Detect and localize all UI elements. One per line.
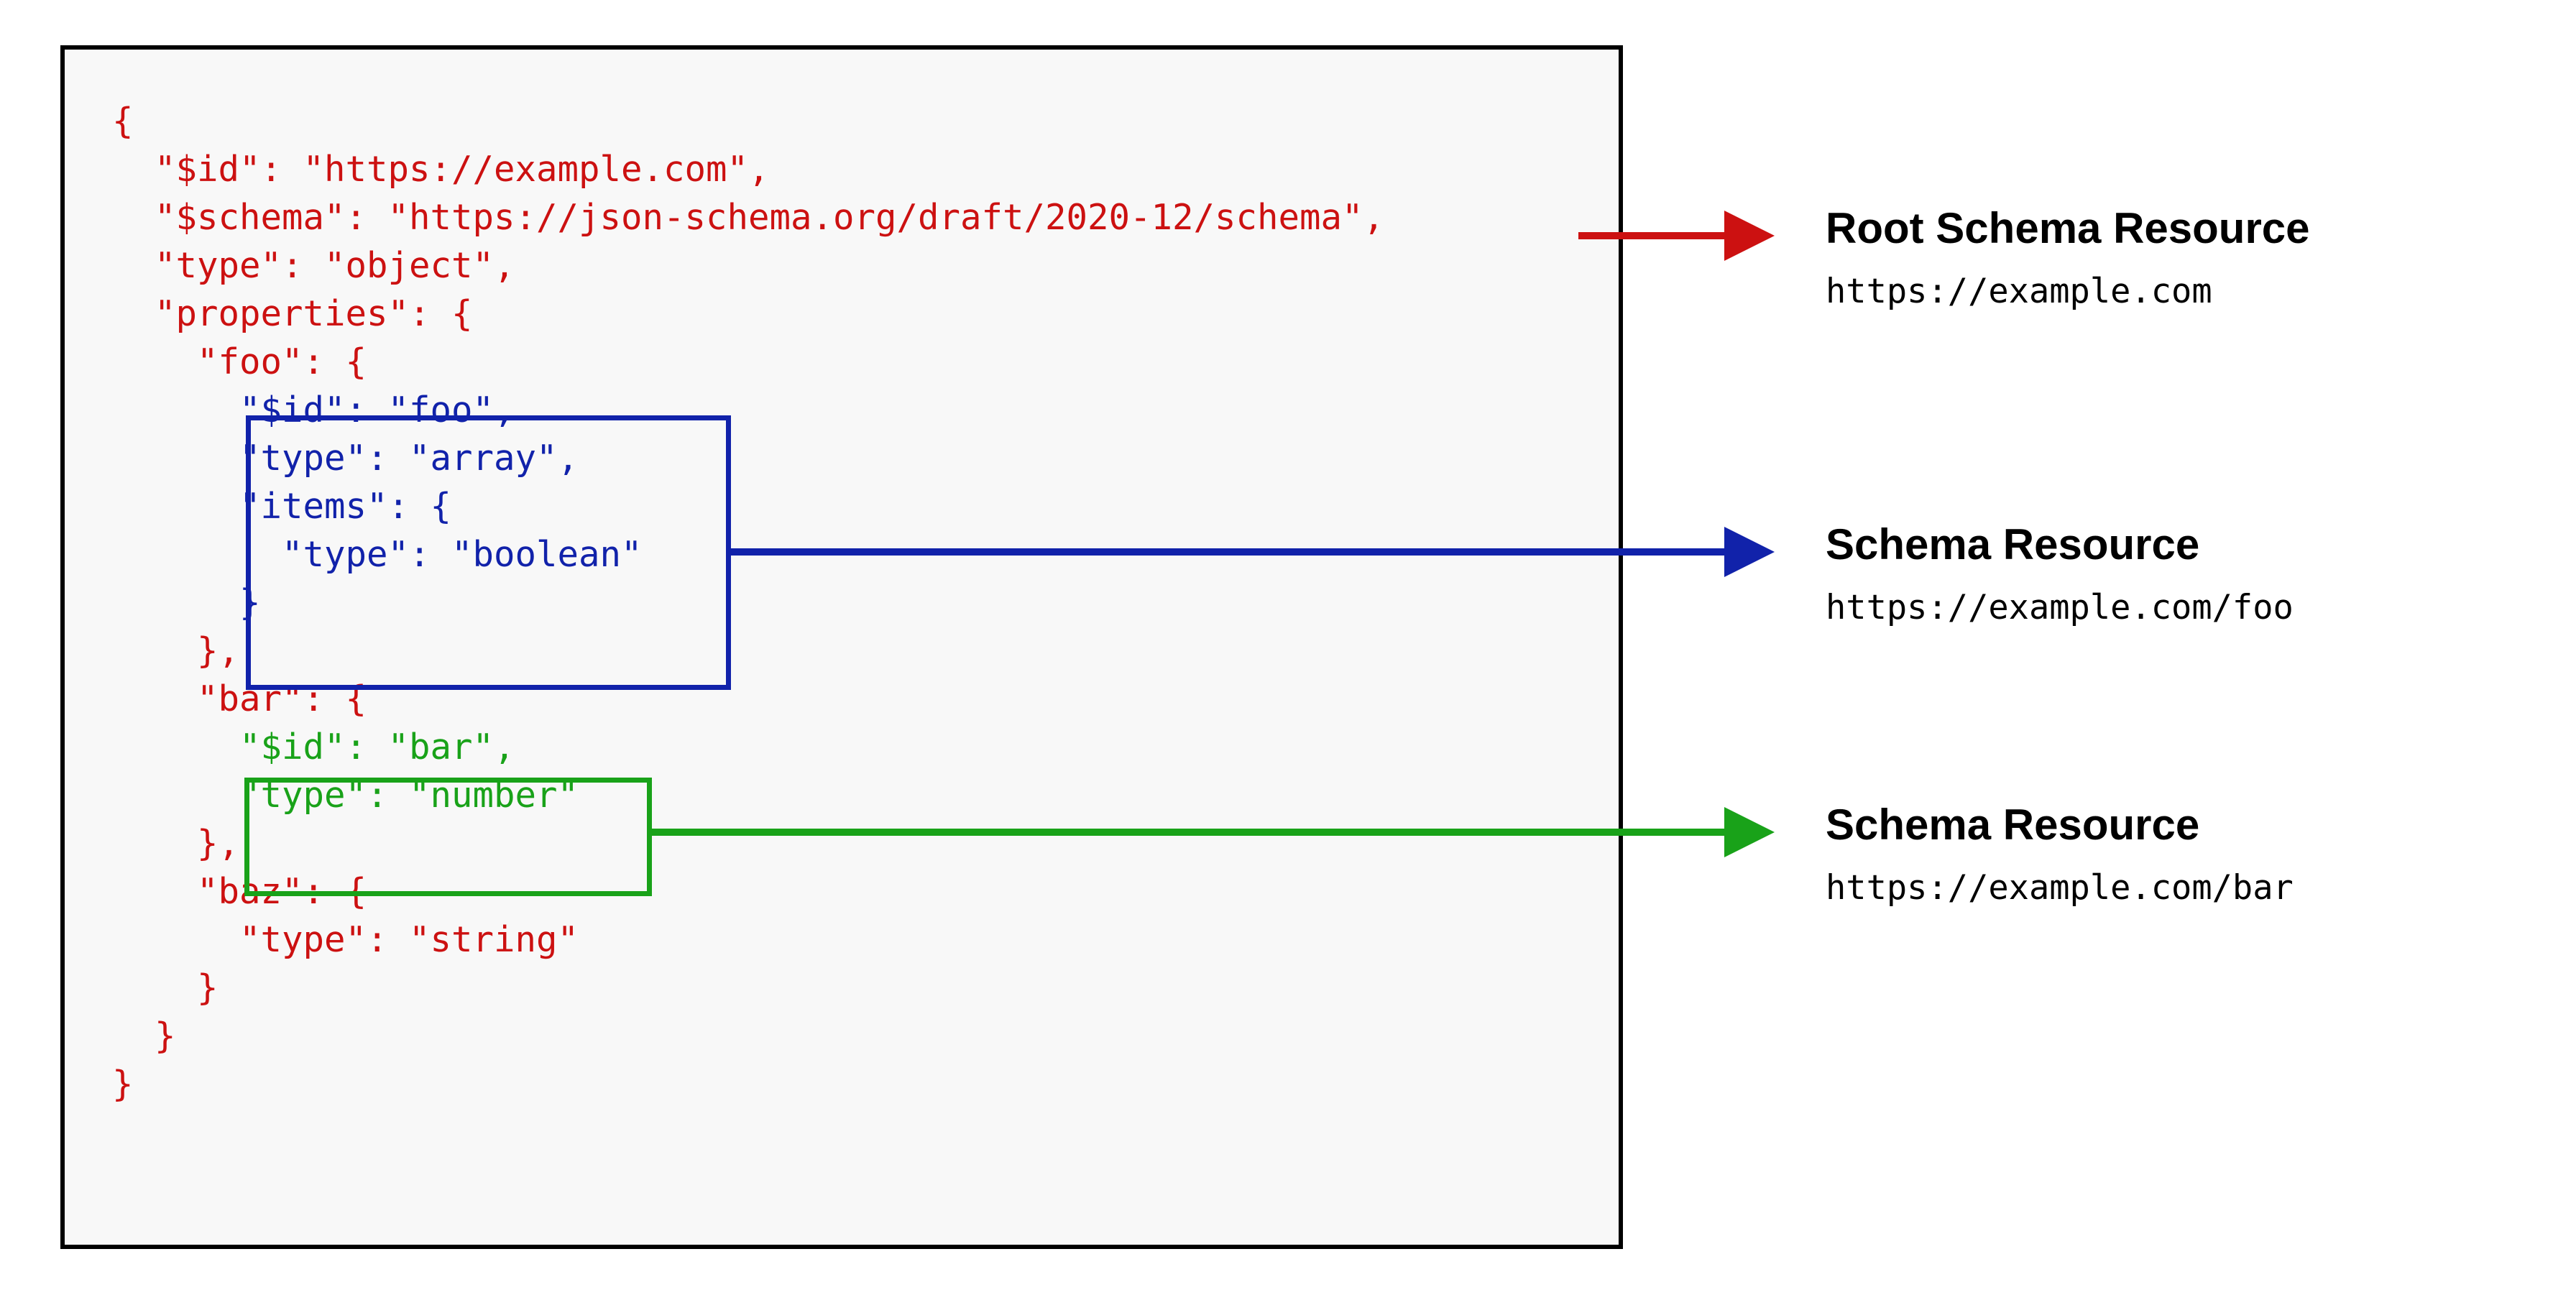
code-line-1: "$id": "https://example.com", [112, 149, 770, 190]
code-line-4: "properties": { [112, 293, 473, 334]
code-line-16: "baz": { [112, 871, 367, 912]
code-line-12: "bar": { [112, 678, 367, 719]
code-line-7: "type": "array", [112, 438, 579, 479]
code-line-0: { [112, 101, 134, 142]
code-line-20: } [112, 1064, 134, 1105]
code-line-15: }, [112, 823, 240, 864]
code-line-18: } [112, 967, 218, 1008]
annotation-foo-schema-resource: Schema Resource https://example.com/foo [1826, 520, 2294, 629]
code-line-10: } [112, 582, 261, 623]
annotation-title: Schema Resource [1826, 520, 2200, 568]
code-line-9: "type": "boolean" [112, 534, 643, 575]
annotation-uri: https://example.com/bar [1826, 868, 2294, 908]
code-line-11: }, [112, 630, 240, 671]
code-line-17: "type": "string" [112, 919, 579, 960]
annotation-root-schema-resource: Root Schema Resource https://example.com [1826, 203, 2310, 313]
annotation-uri: https://example.com/foo [1826, 588, 2294, 627]
json-schema-code: { "$id": "https://example.com", "$schema… [112, 97, 1384, 1108]
code-line-8: "items": { [112, 486, 452, 527]
code-line-5: "foo": { [112, 341, 367, 382]
annotation-title: Schema Resource [1826, 801, 2200, 849]
code-line-6: "$id": "foo", [112, 390, 515, 430]
code-line-3: "type": "object", [112, 245, 515, 286]
annotation-bar-schema-resource: Schema Resource https://example.com/bar [1826, 800, 2294, 909]
code-panel: { "$id": "https://example.com", "$schema… [60, 45, 1623, 1249]
code-line-19: } [112, 1015, 176, 1056]
code-line-2: "$schema": "https://json-schema.org/draf… [112, 197, 1385, 238]
code-line-14: "type": "number" [112, 775, 579, 816]
code-line-13: "$id": "bar", [112, 727, 515, 768]
annotation-title: Root Schema Resource [1826, 204, 2310, 252]
annotation-uri: https://example.com [1826, 272, 2212, 311]
